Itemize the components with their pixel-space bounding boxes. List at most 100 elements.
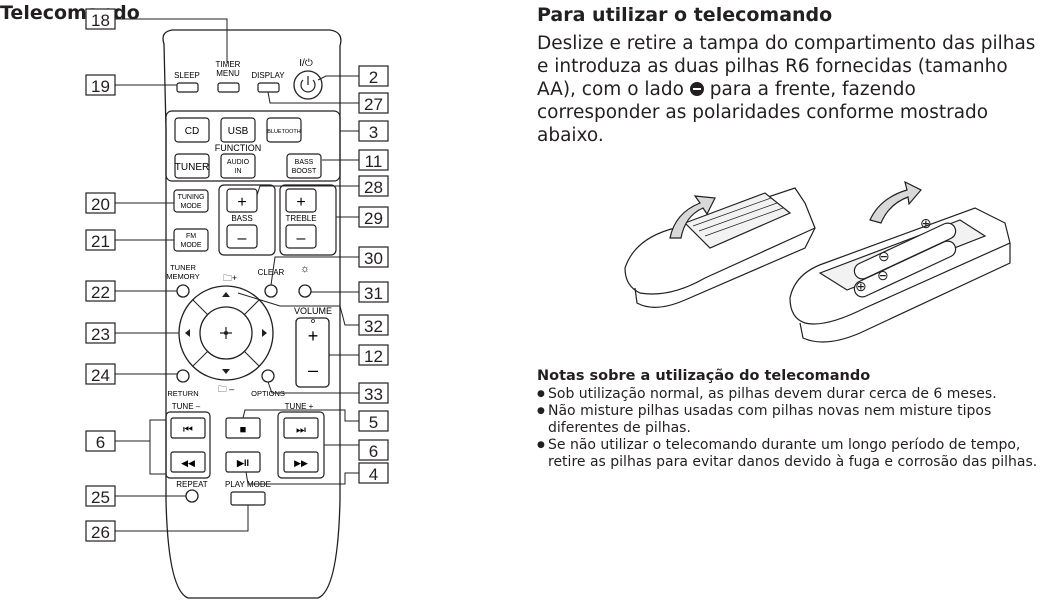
usb-button[interactable]: USB	[220, 117, 256, 143]
callout-number: 24	[91, 366, 110, 385]
clear-label: CLEAR	[258, 268, 285, 277]
options-button[interactable]	[261, 369, 275, 383]
notes-title: Notas sobre a utilização do telecomando	[537, 368, 871, 384]
dimmer-icon: ☼	[300, 263, 310, 275]
bluetooth-button[interactable]: BLUETOOTH	[266, 117, 302, 143]
callout-number: 27	[364, 95, 383, 114]
audio-in-button[interactable]: AUDIO IN	[220, 153, 256, 179]
function-group-frame	[165, 110, 341, 182]
slide-arrow-icon	[669, 195, 716, 239]
note-item: Se não utilizar o telecomando durante um…	[537, 437, 1042, 471]
skip-forward-button[interactable]: ⏭	[283, 417, 319, 439]
bass-label: BASS	[231, 214, 252, 223]
display-button[interactable]: DISPLAY	[251, 71, 285, 93]
timer-menu-button[interactable]: TIMER MENU	[216, 60, 241, 93]
svg-text:+: +	[237, 194, 246, 211]
cd-button[interactable]: CD	[174, 117, 210, 143]
notes-list: Sob utilização normal, as pilhas devem d…	[537, 386, 1042, 471]
tuner-button[interactable]: TUNER	[174, 153, 210, 179]
options-label: OPTIONS	[251, 389, 285, 398]
callout-number: 22	[91, 283, 110, 302]
bass-boost-button[interactable]: BASS BOOST	[286, 153, 322, 179]
svg-text:–: –	[297, 230, 306, 247]
usage-text-part-1: Deslize e retire a tampa do compartiment…	[537, 33, 1036, 100]
callout-number: 3	[369, 123, 378, 142]
svg-text:IN: IN	[235, 168, 242, 175]
remote-diagram: SLEEP TIMER MENU DISPLAY I/⏻ CD USB BLUE…	[85, 8, 389, 599]
battery-illustration: ⊕ ⊖ ⊖ ⊕	[624, 180, 1011, 343]
svg-text:DISPLAY: DISPLAY	[251, 71, 285, 80]
svg-text:CD: CD	[185, 126, 199, 137]
svg-text:SLEEP: SLEEP	[174, 71, 200, 80]
bass-minus-button[interactable]: –	[226, 224, 258, 249]
repeat-label: REPEAT	[176, 480, 208, 489]
callout-number: 11	[365, 152, 383, 171]
return-button[interactable]	[176, 369, 190, 383]
tune-plus-label: TUNE +	[285, 402, 314, 411]
battery-2	[853, 240, 957, 298]
arrow-up-icon	[222, 292, 230, 297]
svg-text:USB: USB	[228, 126, 249, 137]
svg-text:TIMER: TIMER	[216, 60, 241, 69]
tuner-memory-label-1: TUNER	[170, 263, 196, 272]
callout-number: 4	[369, 465, 378, 484]
tune-minus-label: TUNE –	[172, 402, 201, 411]
minus-polarity-icon: ⊖	[878, 248, 890, 264]
volume-rocker[interactable]: + –	[295, 317, 330, 388]
svg-text:MODE: MODE	[181, 203, 202, 210]
rewind-button[interactable]: ◀◀	[170, 451, 206, 473]
callout-number: 21	[91, 232, 110, 251]
fast-forward-button[interactable]: ▶▶	[283, 451, 319, 473]
callout-number: 25	[91, 488, 110, 507]
arrow-left-icon	[185, 329, 190, 337]
callout-number: 6	[369, 442, 378, 461]
svg-text:BLUETOOTH: BLUETOOTH	[267, 129, 301, 135]
repeat-button[interactable]	[185, 489, 199, 503]
volume-label: VOLUME	[294, 306, 332, 316]
svg-text:I/⏻: I/⏻	[299, 58, 313, 69]
callout-number: 32	[364, 317, 383, 336]
svg-text:TUNING: TUNING	[178, 194, 205, 201]
svg-text:MODE: MODE	[181, 242, 202, 249]
callout-number: 23	[91, 325, 110, 344]
svg-text:–: –	[238, 230, 247, 247]
tuner-memory-button[interactable]	[176, 284, 190, 298]
stop-button[interactable]: ■	[225, 417, 261, 439]
svg-text:◀◀: ◀◀	[181, 458, 195, 468]
callout-number: 18	[91, 11, 110, 30]
fm-mode-button[interactable]: FM MODE	[173, 228, 209, 252]
folder-plus-label: 🗀+	[223, 273, 237, 283]
note-item: Não misture pilhas usadas com pilhas nov…	[537, 403, 1042, 437]
callout-number: 12	[364, 347, 383, 366]
treble-plus-button[interactable]: +	[285, 188, 317, 213]
tuner-memory-label-2: MEMORY	[166, 272, 200, 281]
directional-pad[interactable]	[178, 285, 274, 381]
skip-back-button[interactable]: ⏮	[170, 417, 206, 439]
plus-polarity-icon: ⊕	[855, 278, 867, 294]
minus-polarity-icon	[689, 82, 704, 96]
callout-number: 31	[364, 284, 383, 303]
folder-minus-label: 🗀 –	[218, 384, 235, 394]
minus-polarity-icon: ⊖	[877, 267, 889, 283]
dimmer-button[interactable]	[298, 284, 312, 298]
play-pause-button[interactable]: ▶II	[225, 451, 261, 473]
clear-button[interactable]	[264, 284, 278, 298]
arrow-right-icon	[262, 329, 267, 337]
svg-text:▶▶: ▶▶	[294, 458, 308, 468]
sleep-button[interactable]: SLEEP	[174, 71, 200, 93]
callout-number: 26	[91, 523, 110, 542]
play-mode-button[interactable]	[230, 491, 266, 506]
bass-plus-button[interactable]: +	[226, 188, 258, 213]
treble-minus-button[interactable]: –	[285, 224, 317, 249]
callout-number: 33	[364, 385, 383, 404]
power-button[interactable]: I/⏻	[293, 58, 323, 100]
svg-text:+: +	[308, 326, 319, 346]
plus-polarity-icon: ⊕	[920, 215, 932, 231]
usage-paragraph: Deslize e retire a tampa do compartiment…	[537, 32, 1037, 147]
callout-number: 6	[96, 433, 105, 452]
svg-text:FM: FM	[186, 233, 196, 240]
tuning-mode-button[interactable]: TUNING MODE	[173, 189, 209, 213]
callout-number: 19	[91, 77, 110, 96]
callout-number: 28	[364, 178, 383, 197]
usage-text-part-2: para a frente, fazendo corresponder as p…	[537, 79, 989, 146]
